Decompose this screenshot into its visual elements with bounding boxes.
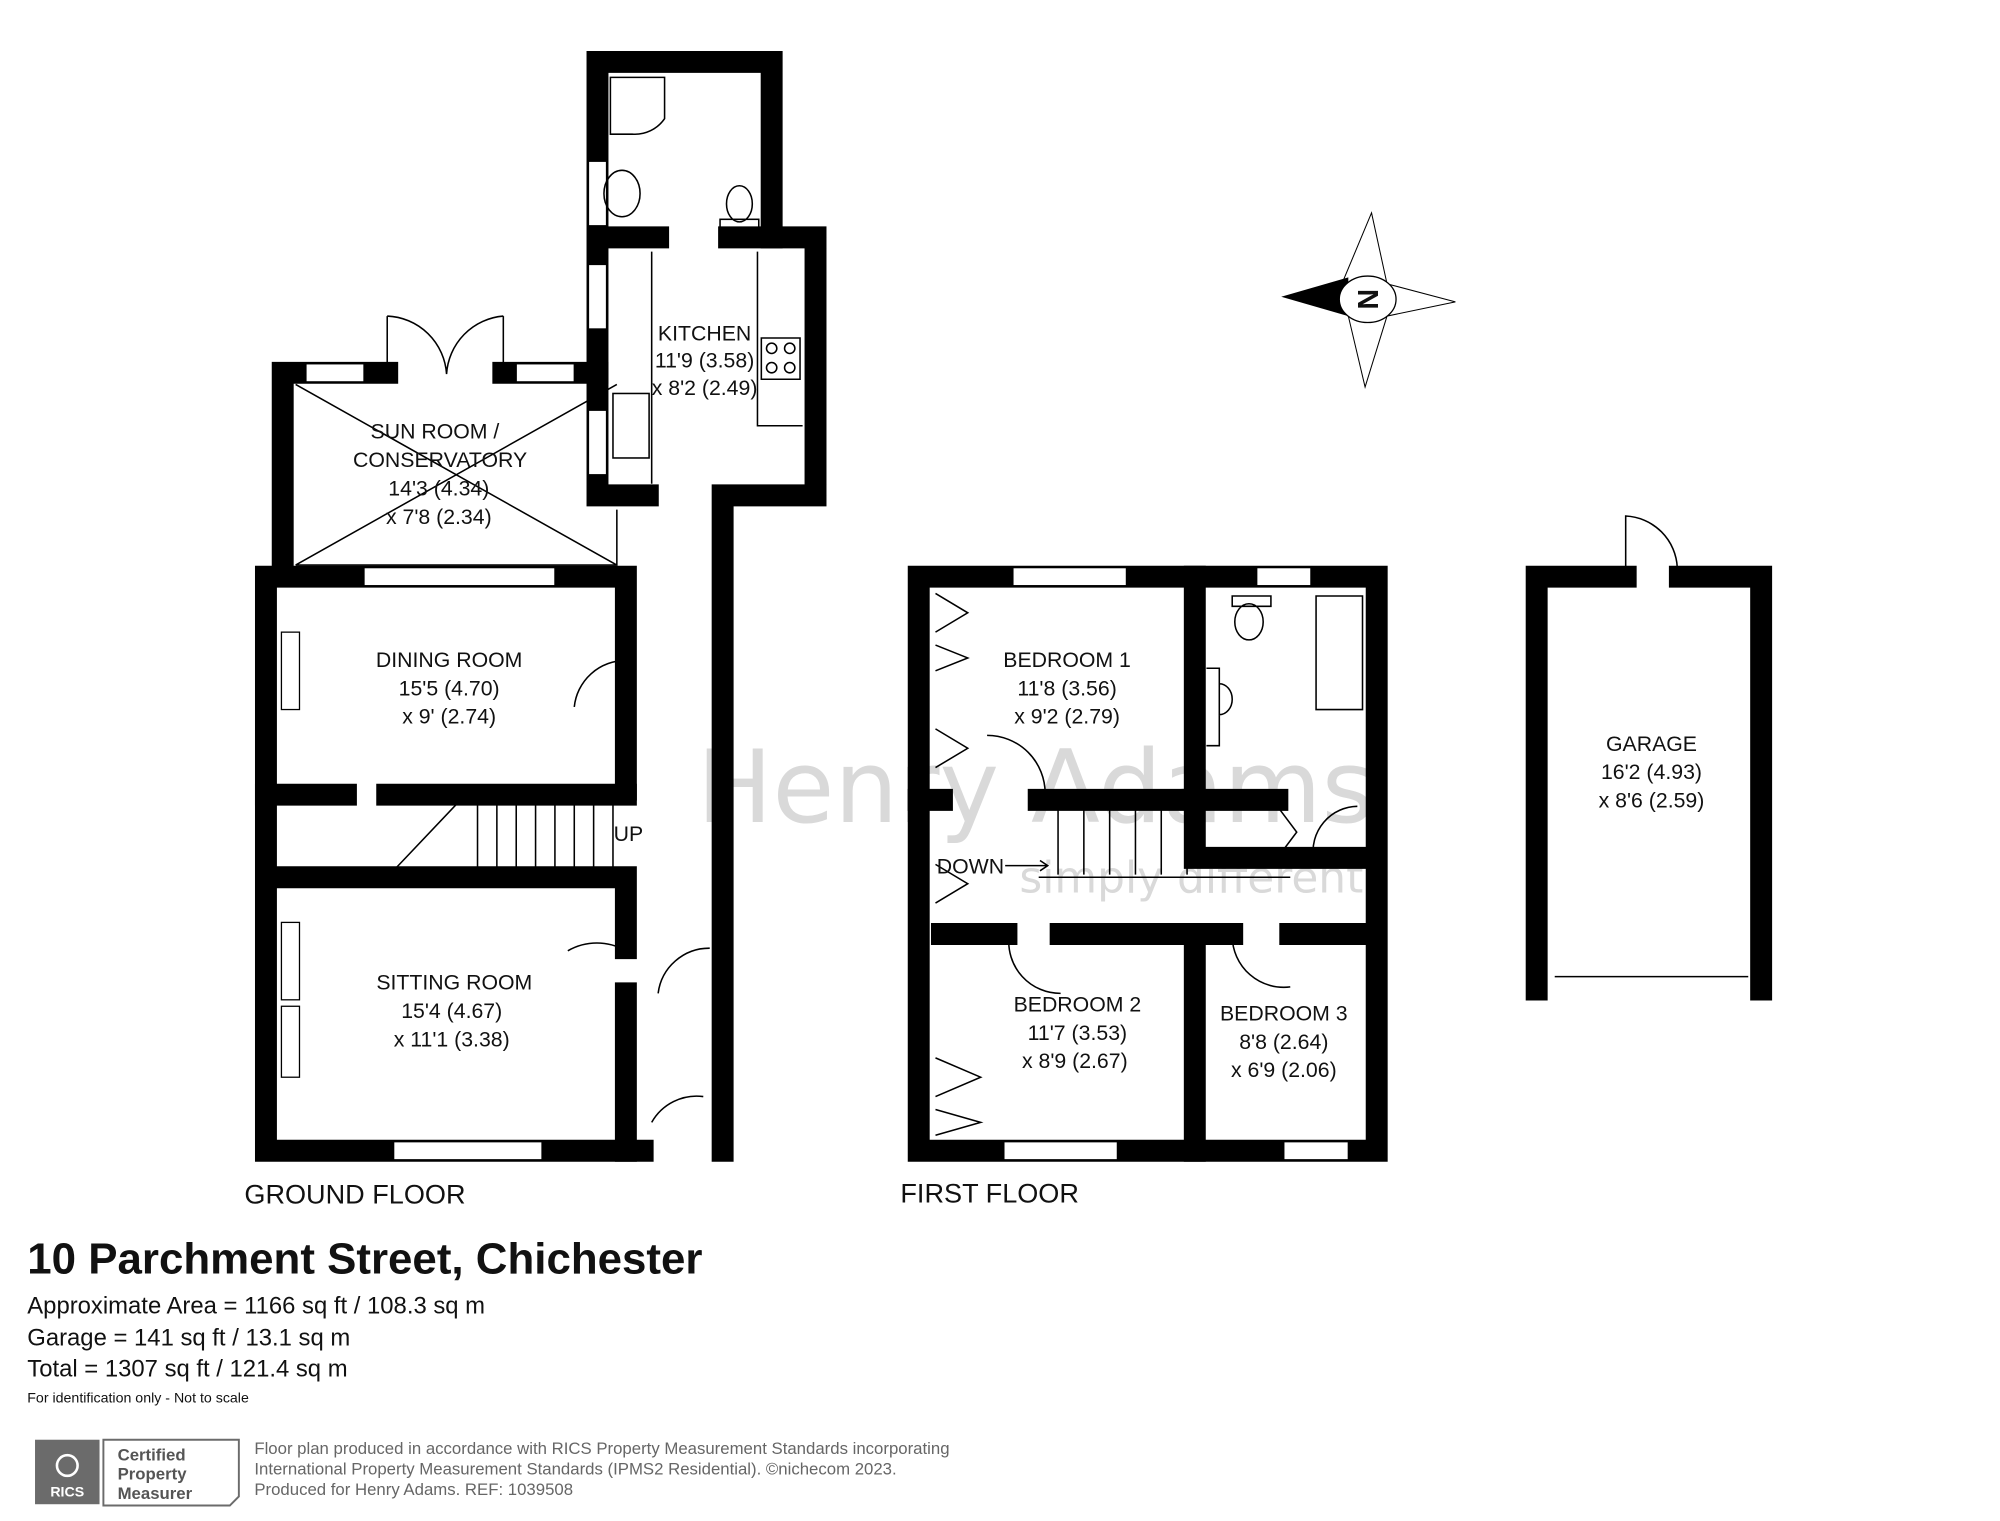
room-dining-room: DINING ROOM 15'5 (4.70) x 9' (2.74) bbox=[376, 648, 523, 729]
north-compass-icon: N bbox=[1281, 211, 1456, 389]
svg-text:x 8'9 (2.67): x 8'9 (2.67) bbox=[1022, 1049, 1128, 1073]
stairs-down-label: DOWN bbox=[937, 854, 1004, 878]
badge-line-1: Certified bbox=[118, 1445, 186, 1464]
room-sun-room: SUN ROOM / CONSERVATORY 14'3 (4.34) x 7'… bbox=[353, 420, 527, 529]
svg-text:x 8'2 (2.49): x 8'2 (2.49) bbox=[652, 376, 758, 400]
svg-text:11'8 (3.56): 11'8 (3.56) bbox=[1017, 676, 1116, 700]
svg-text:x 9'2 (2.79): x 9'2 (2.79) bbox=[1014, 705, 1120, 729]
svg-text:14'3 (4.34): 14'3 (4.34) bbox=[388, 476, 489, 500]
badge-line-2: Property bbox=[118, 1465, 188, 1484]
svg-text:15'5 (4.70): 15'5 (4.70) bbox=[399, 676, 500, 700]
svg-text:SITTING ROOM: SITTING ROOM bbox=[376, 970, 532, 994]
svg-text:x 8'6 (2.59): x 8'6 (2.59) bbox=[1599, 789, 1705, 813]
svg-text:x 7'8 (2.34): x 7'8 (2.34) bbox=[386, 505, 492, 529]
compass-label: N bbox=[1353, 289, 1385, 309]
ground-floor-label: GROUND FLOOR bbox=[244, 1179, 465, 1210]
svg-text:DINING ROOM: DINING ROOM bbox=[376, 648, 523, 672]
svg-text:CONSERVATORY: CONSERVATORY bbox=[353, 448, 527, 472]
disclaimer: For identification only - Not to scale bbox=[27, 1390, 249, 1406]
room-bedroom-2: BEDROOM 2 11'7 (3.53) x 8'9 (2.67) bbox=[1014, 992, 1142, 1073]
svg-text:BEDROOM 1: BEDROOM 1 bbox=[1003, 648, 1131, 672]
garage-area: Garage = 141 sq ft / 13.1 sq m bbox=[27, 1325, 350, 1352]
watermark-brand: Henry Adams bbox=[697, 729, 1374, 846]
svg-text:x 9' (2.74): x 9' (2.74) bbox=[402, 705, 496, 729]
svg-text:8'8 (2.64): 8'8 (2.64) bbox=[1239, 1030, 1328, 1054]
svg-text:x 11'1 (3.38): x 11'1 (3.38) bbox=[394, 1027, 510, 1051]
rics-logo-text: RICS bbox=[50, 1484, 84, 1500]
svg-text:11'9 (3.58): 11'9 (3.58) bbox=[655, 349, 754, 373]
svg-text:BEDROOM 2: BEDROOM 2 bbox=[1014, 992, 1142, 1016]
room-kitchen: KITCHEN 11'9 (3.58) x 8'2 (2.49) bbox=[652, 322, 758, 400]
svg-text:GARAGE: GARAGE bbox=[1606, 732, 1697, 756]
rics-badge: RICS Certified Property Measurer bbox=[35, 1438, 240, 1507]
total-area: Total = 1307 sq ft / 121.4 sq m bbox=[27, 1356, 347, 1383]
first-floor-label: FIRST FLOOR bbox=[900, 1177, 1079, 1208]
footer-line-2: International Property Measurement Stand… bbox=[254, 1460, 896, 1479]
svg-text:11'7 (3.53): 11'7 (3.53) bbox=[1028, 1021, 1127, 1045]
stairs-up-label: UP bbox=[614, 822, 644, 846]
footer-line-1: Floor plan produced in accordance with R… bbox=[254, 1439, 949, 1458]
svg-text:x 6'9 (2.06): x 6'9 (2.06) bbox=[1231, 1058, 1337, 1082]
room-sitting-room: SITTING ROOM 15'4 (4.67) x 11'1 (3.38) bbox=[376, 970, 532, 1051]
approximate-area: Approximate Area = 1166 sq ft / 108.3 sq… bbox=[27, 1292, 485, 1319]
svg-text:KITCHEN: KITCHEN bbox=[658, 322, 751, 346]
svg-text:15'4 (4.67): 15'4 (4.67) bbox=[401, 999, 502, 1023]
room-bedroom-3: BEDROOM 3 8'8 (2.64) x 6'9 (2.06) bbox=[1220, 1001, 1348, 1082]
svg-text:BEDROOM 3: BEDROOM 3 bbox=[1220, 1001, 1348, 1025]
ground-floor-plan: GROUND FLOOR UP KITCHEN 11'9 (3.58) x 8'… bbox=[244, 50, 827, 1210]
footer-line-3: Produced for Henry Adams. REF: 1039508 bbox=[254, 1480, 573, 1499]
garage-plan: GARAGE 16'2 (4.93) x 8'6 (2.59) bbox=[1525, 515, 1773, 1001]
room-bedroom-1: BEDROOM 1 11'8 (3.56) x 9'2 (2.79) bbox=[1003, 648, 1131, 729]
badge-line-3: Measurer bbox=[118, 1484, 193, 1503]
svg-text:16'2 (4.93): 16'2 (4.93) bbox=[1601, 760, 1702, 784]
svg-text:SUN ROOM /: SUN ROOM / bbox=[371, 420, 500, 444]
property-title: 10 Parchment Street, Chichester bbox=[27, 1234, 702, 1283]
first-floor-plan: DOWN FIRST FLOOR BEDROOM 1 11'8 (3.56) x… bbox=[900, 565, 1388, 1208]
